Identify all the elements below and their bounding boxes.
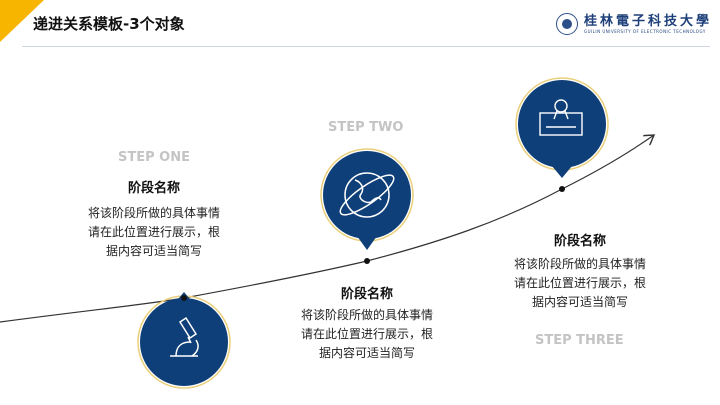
header-divider [22, 46, 710, 47]
certificate-icon [539, 99, 583, 136]
step-one-desc: 将该阶段所做的具体事情请在此位置进行展示，根据内容可适当简写 [87, 206, 220, 258]
page-title: 递进关系模板-3个对象 [33, 15, 185, 33]
step-two-dot [364, 258, 370, 264]
step-two-label: STEP TWO [328, 120, 404, 135]
step-one-label: STEP ONE [118, 150, 190, 165]
globe-icon [339, 172, 395, 218]
step-one-dot [181, 295, 187, 301]
step-two-marker [320, 148, 414, 264]
logo-cn: 桂林電子科技大學 [584, 14, 713, 29]
step-two-title: 阶段名称 [340, 287, 393, 302]
step-three-dot [559, 186, 565, 192]
step-three-desc: 将该阶段所做的具体事情请在此位置进行展示，根据内容可适当简写 [513, 257, 646, 309]
university-logo: 桂林電子科技大學 GUILIN UNIVERSITY OF ELECTRONIC… [556, 13, 712, 35]
accent-corner [0, 0, 44, 42]
step-one-title: 阶段名称 [127, 181, 180, 196]
step-three-label: STEP THREE [535, 333, 624, 348]
step-one-marker [137, 292, 231, 389]
logo-en: GUILIN UNIVERSITY OF ELECTRONIC TECHNOLO… [584, 29, 706, 34]
step-three-title: 阶段名称 [553, 234, 606, 249]
microscope-icon [170, 316, 199, 357]
step-two-desc: 将该阶段所做的具体事情请在此位置进行展示，根据内容可适当简写 [300, 308, 433, 360]
seal-icon [556, 13, 578, 35]
step-three-marker [515, 77, 609, 192]
